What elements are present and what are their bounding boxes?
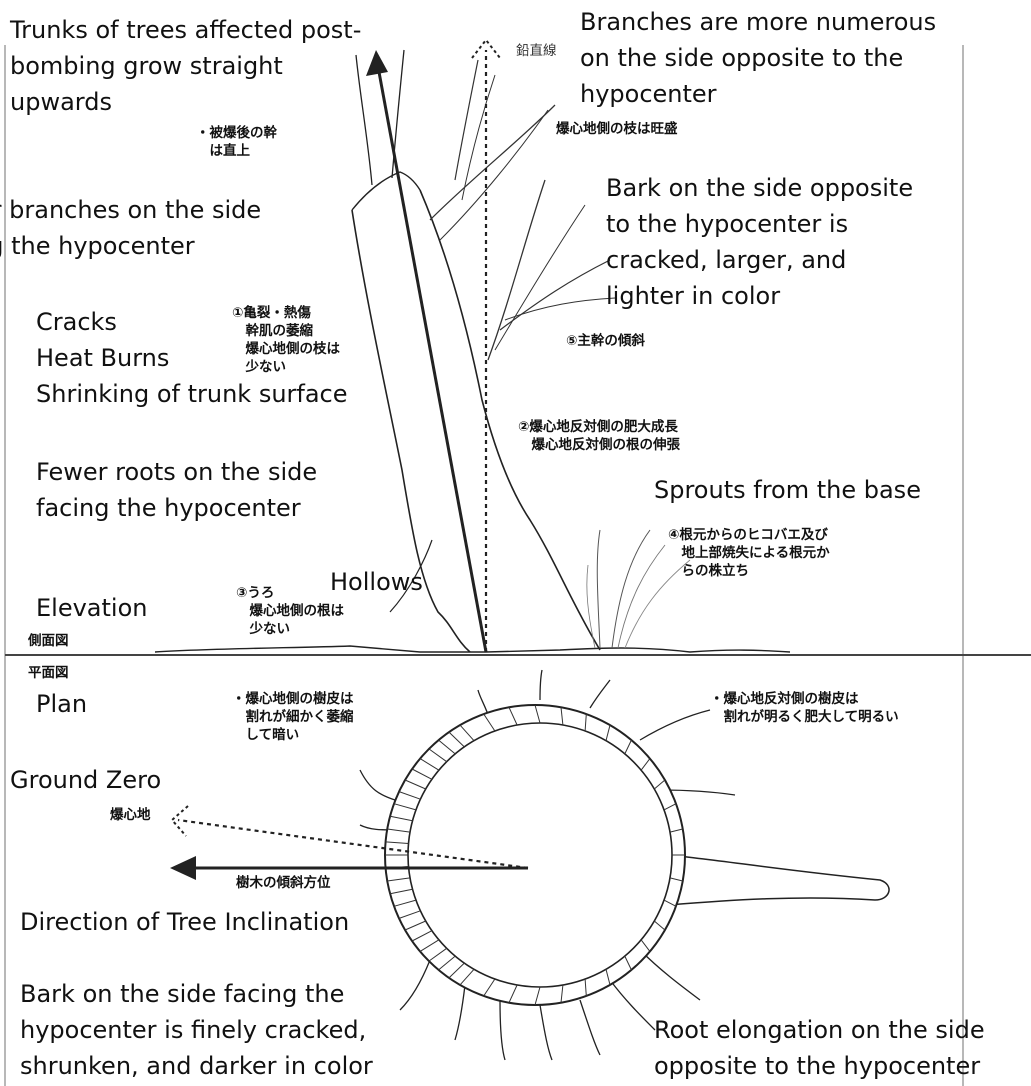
- sprout-1: [612, 530, 650, 648]
- branch-4: [462, 75, 495, 200]
- jp-label-4: ④根元からのヒコバエ及び 地上部焼失による根元か らの株立ち: [668, 526, 830, 580]
- label-root-elongation: Root elongation on the side opposite to …: [654, 1012, 985, 1084]
- jp-inclination-direction: 樹木の傾斜方位: [236, 874, 331, 892]
- trunk-top: [352, 172, 420, 210]
- vertical-line-arrowhead: [472, 40, 500, 58]
- label-plan: Plan: [36, 686, 87, 722]
- jp-side-view: 側面図: [28, 632, 69, 650]
- root-ray-east-long: [668, 855, 889, 905]
- label-fewer-branches: Fewer branches on the side facing the hy…: [0, 192, 261, 264]
- label-ground-zero: Ground Zero: [10, 762, 161, 798]
- jp-plan-view: 平面図: [28, 664, 69, 682]
- jp-bark-facing: ・爆心地側の樹皮は 割れが細かく萎縮 して暗い: [232, 690, 354, 744]
- jp-hypocenter: 爆心地: [110, 806, 151, 824]
- root-ray-south: [500, 1000, 600, 1060]
- label-branches-numerous: Branches are more numerous on the side o…: [580, 4, 936, 112]
- branch-6: [495, 205, 585, 350]
- label-trunks-straight: Trunks of trees affected post- bombing g…: [10, 12, 361, 120]
- branch-5: [488, 180, 545, 360]
- branch-1: [430, 105, 555, 220]
- jp-vertical-line: 鉛直線: [516, 42, 557, 60]
- branch-8: [505, 298, 615, 320]
- branch-3: [455, 60, 478, 180]
- jp-label-3: ③うろ 爆心地側の根は 少ない: [236, 584, 344, 638]
- jp-bark-opposite: ・爆心地反対側の樹皮は 割れが明るく肥大して明るい: [710, 690, 899, 726]
- inclination-arrowhead: [170, 856, 196, 880]
- jp-label-5: ⑤主幹の傾斜: [566, 332, 645, 350]
- label-fewer-roots: Fewer roots on the side facing the hypoc…: [36, 454, 317, 526]
- trunk-inclination-arrowhead: [366, 50, 388, 76]
- label-elevation: Elevation: [36, 590, 147, 626]
- label-bark-facing: Bark on the side facing the hypocenter i…: [20, 976, 373, 1084]
- sprout-3: [597, 530, 600, 648]
- jp-branches-thriving: 爆心地側の枝は旺盛: [556, 120, 678, 138]
- ground-line: [155, 646, 790, 652]
- jp-label-2: ②爆心地反対側の肥大成長 爆心地反対側の根の伸張: [518, 418, 680, 454]
- label-direction: Direction of Tree Inclination: [20, 904, 349, 940]
- jp-label-1: ①亀裂・熱傷 幹肌の萎縮 爆心地側の枝は 少ない: [232, 304, 340, 376]
- label-sprouts: Sprouts from the base: [654, 472, 921, 508]
- label-bark-opposite: Bark on the side opposite to the hypocen…: [606, 170, 913, 314]
- trunk-cross-section-inner: [408, 723, 672, 987]
- jp-trunk-upright: ・被爆後の幹 は直上: [196, 124, 277, 160]
- sprout-2: [618, 545, 665, 648]
